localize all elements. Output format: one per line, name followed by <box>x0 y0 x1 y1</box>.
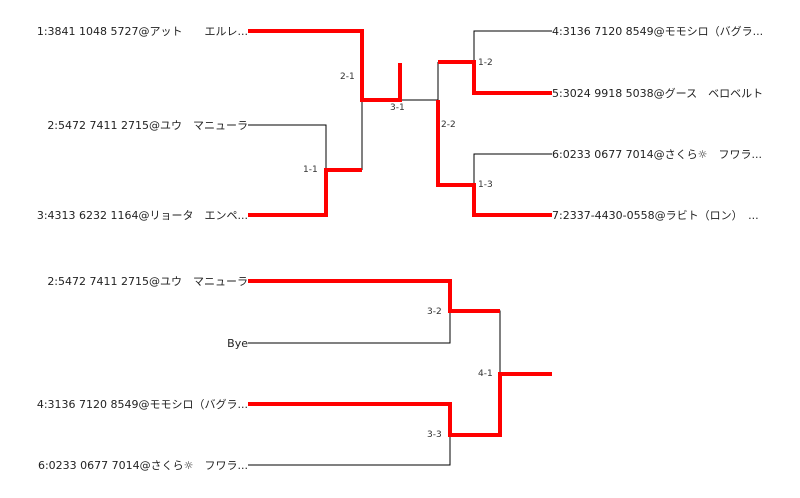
match-label-2-1: 2-1 <box>340 72 355 82</box>
losers-entrant-bye: Bye <box>227 337 248 350</box>
match-label-3-1: 3-1 <box>390 103 405 113</box>
match-label-1-2: 1-2 <box>478 58 493 68</box>
match-label-1-1: 1-1 <box>303 165 318 175</box>
match-label-3-3: 3-3 <box>427 430 442 440</box>
winner-path-e3 <box>248 168 362 217</box>
entrant-1: 1:3841 1048 5727@アット エルレ... <box>36 25 248 38</box>
line-bye-to-3-2 <box>248 311 451 344</box>
winner-path-2-2 <box>438 60 552 95</box>
winner-path-e5 <box>436 100 552 217</box>
entrant-2: 2:5472 7411 2715@ユウ マニューラ <box>47 119 248 132</box>
match-label-1-3: 1-3 <box>478 180 493 190</box>
line-l4-to-3-3 <box>248 435 451 466</box>
entrant-7: 7:2337-4430-0558@ラビト（ロン） ... <box>552 209 759 222</box>
line-e4-to-1-2 <box>473 30 552 62</box>
entrant-3: 3:4313 6232 1164@リョータ エンペ... <box>36 209 248 222</box>
winner-path-l1 <box>248 279 500 313</box>
winner-paths <box>248 29 552 437</box>
line-3-2-to-4-1 <box>450 310 501 374</box>
entrant-6: 6:0233 0677 7014@さくら☼ フワラ... <box>552 148 763 161</box>
losers-entrant-1: 2:5472 7411 2715@ユウ マニューラ <box>47 275 248 288</box>
match-label-4-1: 4-1 <box>478 369 493 379</box>
line-e6-to-1-3 <box>473 153 552 185</box>
entrant-4: 4:3136 7120 8549@モモシロ（バグラ... <box>552 25 764 38</box>
losers-entrant-3: 4:3136 7120 8549@モモシロ（バグラ... <box>36 398 248 411</box>
winner-path-e1 <box>248 29 402 102</box>
winner-path-l3 <box>248 372 552 437</box>
losers-entrant-4: 6:0233 0677 7014@さくら☼ フワラ... <box>37 459 248 472</box>
match-label-3-2: 3-2 <box>427 307 442 317</box>
match-label-2-2: 2-2 <box>441 120 456 130</box>
entrant-5: 5:3024 9918 5038@グース ベロベルト <box>552 87 764 100</box>
